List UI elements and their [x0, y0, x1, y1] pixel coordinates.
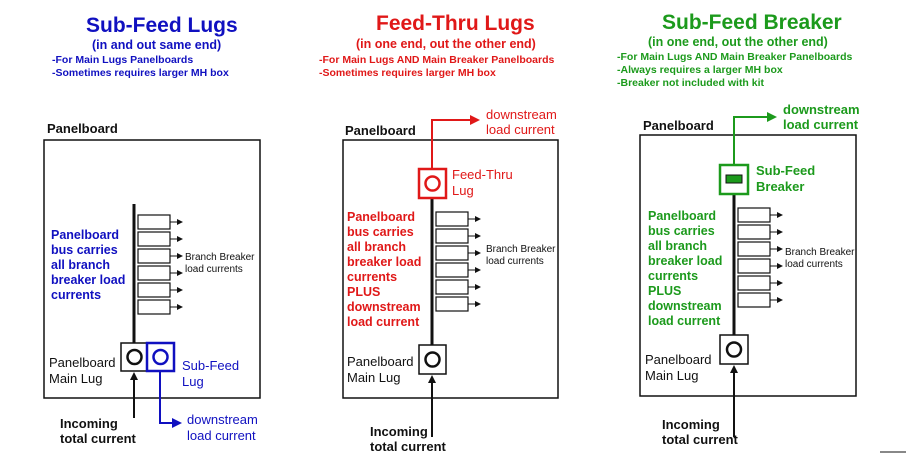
- panel3-main-lug-label-1: Panelboard: [645, 352, 712, 367]
- panel2-incoming-label-2: total current: [370, 439, 446, 454]
- panel2-subtitle: (in one end, out the other end): [356, 37, 536, 51]
- panel1-branch-label-2: load currents: [185, 264, 243, 275]
- panel1-main-lug-symbol: [120, 342, 149, 372]
- panel2-panelboard-box: [342, 139, 559, 399]
- panel3-sub-feed-breaker-label-1: Sub-Feed: [756, 163, 816, 178]
- panel3-note-1: -For Main Lugs AND Main Breaker Panelboa…: [617, 51, 853, 63]
- panel3-subtitle: (in one end, out the other end): [648, 35, 828, 49]
- panel3-note-2: -Always requires a larger MH box: [617, 64, 783, 76]
- panel1-note-2: -Sometimes requires larger MH box: [52, 67, 229, 79]
- panel1-sub-feed-lug-symbol: [145, 341, 176, 373]
- panel2-branch-label-1: Branch Breaker: [486, 244, 556, 255]
- panel2-feed-thru-label-1: Feed-Thru: [452, 167, 513, 182]
- panel1-title: Sub-Feed Lugs: [86, 14, 238, 37]
- panel3-branch-arrows: [770, 212, 783, 303]
- panel1-bus-description: Panelboard bus carries all branch breake…: [51, 228, 126, 302]
- panel3-panelboard-label: Panelboard: [643, 118, 714, 133]
- panel2-downstream-label-2: load current: [486, 122, 555, 137]
- panel3-incoming-label-1: Incoming: [662, 417, 720, 432]
- panel1-subtitle: (in and out same end): [92, 38, 222, 52]
- panel3-title: Sub-Feed Breaker: [662, 11, 842, 34]
- panel2-branch-breakers: [435, 211, 469, 312]
- panel2-feed-thru-lug-symbol: [417, 167, 448, 200]
- panel2-main-lug-symbol: [418, 344, 447, 375]
- panel1-sub-feed-lug-label-1: Sub-Feed: [182, 358, 240, 373]
- panel3-sub-feed-breaker-label-2: Breaker: [756, 179, 805, 194]
- panel3-sub-feed-breaker-symbol: [718, 163, 750, 196]
- panel2-feed-thru-label-2: Lug: [452, 183, 474, 198]
- panel3-downstream-label-2: load current: [783, 117, 859, 132]
- panel1-downstream-label-2: load current: [187, 428, 256, 443]
- panel2-downstream-arrow: [431, 115, 480, 169]
- panel2-title: Feed-Thru Lugs: [376, 12, 535, 35]
- panel3-incoming-label-2: total current: [662, 432, 738, 447]
- panel2-downstream-label-1: downstream: [486, 107, 557, 122]
- panel1-downstream-label-1: downstream: [187, 412, 258, 427]
- panel2-main-lug-label-1: Panelboard: [347, 354, 414, 369]
- panel3-note-3: -Breaker not included with kit: [617, 77, 765, 89]
- panel1-panelboard-label: Panelboard: [47, 121, 118, 136]
- panel3-downstream-label-1: downstream: [783, 102, 860, 117]
- panel1-panelboard-box: [43, 139, 261, 399]
- panel1-branch-breakers: [137, 214, 171, 315]
- panel1-note-1: -For Main Lugs Panelboards: [52, 54, 194, 66]
- panel1-branch-label-1: Branch Breaker: [185, 252, 255, 263]
- panel3-bus-description: Panelboard bus carries all branch breake…: [648, 209, 723, 328]
- panel2-panelboard-label: Panelboard: [345, 123, 416, 138]
- panel1-incoming-label-2: total current: [60, 431, 136, 446]
- panel3-main-lug-label-2: Main Lug: [645, 368, 699, 383]
- panel2-branch-label-2: load currents: [486, 256, 544, 267]
- panel1-sub-feed-lug-label-2: Lug: [182, 374, 204, 389]
- panel2-bus-description: Panelboard bus carries all branch breake…: [347, 210, 422, 329]
- panel3-downstream-arrow: [733, 112, 777, 165]
- panel2-note-1: -For Main Lugs AND Main Breaker Panelboa…: [319, 54, 555, 66]
- panel3-branch-label-1: Branch Breaker: [785, 247, 855, 258]
- panel1-main-lug-label-1: Panelboard: [49, 355, 116, 370]
- panel3-branch-label-2: load currents: [785, 259, 843, 270]
- panel2-note-2: -Sometimes requires larger MH box: [319, 67, 496, 79]
- panel1-main-lug-label-2: Main Lug: [49, 371, 103, 386]
- panel2-branch-arrows: [468, 216, 481, 307]
- panel1-downstream-arrow: [159, 371, 182, 428]
- panel3-panelboard-box: [639, 134, 857, 397]
- panel3-branch-breakers: [737, 207, 771, 308]
- panel2-incoming-label-1: Incoming: [370, 424, 428, 439]
- panel1-incoming-label-1: Incoming: [60, 416, 118, 431]
- panel2-main-lug-label-2: Main Lug: [347, 370, 401, 385]
- panel1-branch-arrows: [170, 219, 183, 310]
- panel3-main-lug-symbol: [719, 334, 749, 365]
